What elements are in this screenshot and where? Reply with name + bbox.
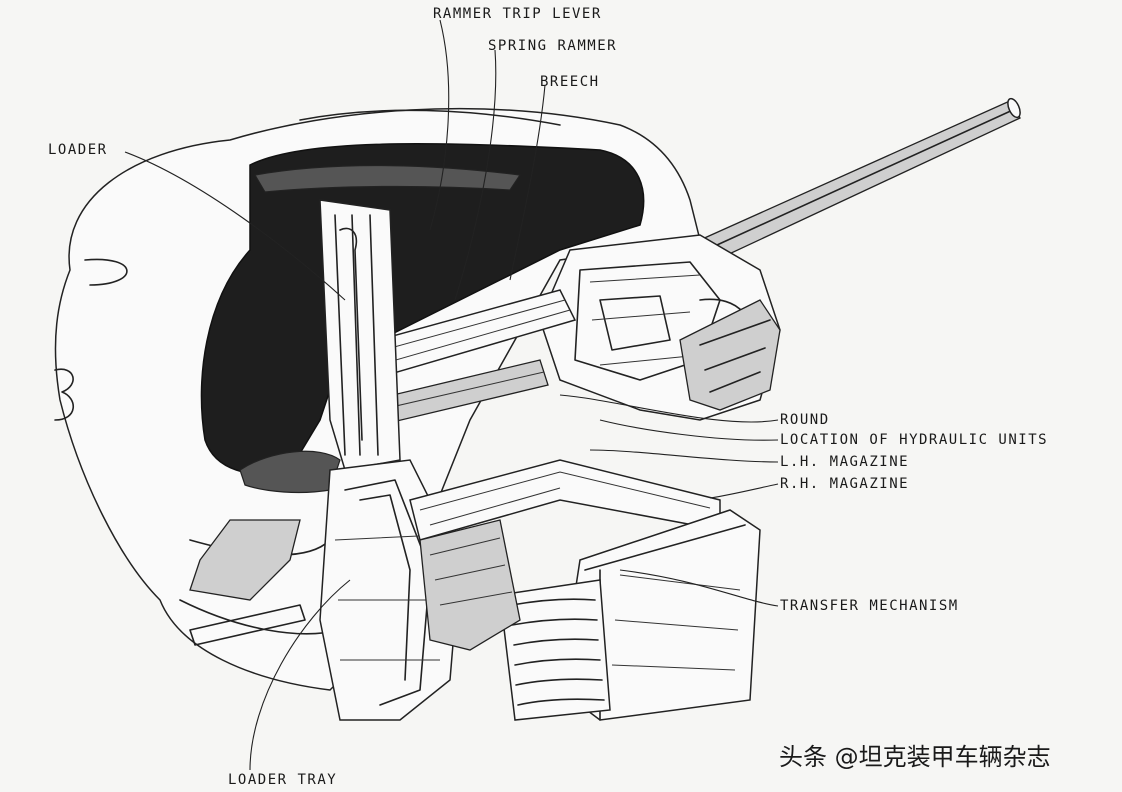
turret-strut (189, 604, 306, 646)
label-spring-rammer: SPRING RAMMER (488, 38, 617, 54)
gun-barrel (699, 97, 1021, 263)
leader-hydraulic-units (599, 419, 779, 441)
leader-loader-tray (249, 579, 351, 771)
watermark: 头条 @坦克装甲车辆杂志 (779, 743, 1051, 771)
label-transfer-mechanism: TRANSFER MECHANISM (780, 598, 959, 614)
label-rh-magazine: R.H. MAGAZINE (780, 476, 909, 492)
leader-breech (509, 84, 546, 281)
transfer-housing (419, 519, 521, 651)
turret-interior (200, 143, 645, 494)
label-round: ROUND (780, 412, 830, 428)
leader-rammer-trip-lever (429, 19, 450, 231)
leader-transfer-mechanism (619, 569, 779, 607)
label-rammer-trip-lever: RAMMER TRIP LEVER (433, 6, 602, 22)
leader-rh-magazine (709, 483, 779, 499)
hatch-opening (254, 164, 522, 193)
leader-lh-magazine (589, 449, 779, 463)
label-loader-tray: LOADER TRAY (228, 772, 337, 788)
leader-lines (124, 19, 779, 771)
magazines (409, 459, 761, 721)
leader-spring-rammer (454, 49, 497, 301)
label-hydraulic-units: LOCATION OF HYDRAULIC UNITS (780, 432, 1048, 448)
breech-assembly (539, 234, 781, 421)
label-breech: BREECH (540, 74, 600, 90)
leader-loader (124, 151, 346, 301)
ammunition-stack (499, 579, 611, 721)
label-loader: LOADER (48, 142, 108, 158)
turret-bracket (189, 519, 301, 601)
leader-round (559, 394, 779, 423)
label-lh-magazine: L.H. MAGAZINE (780, 454, 909, 470)
mantlet (679, 299, 781, 411)
